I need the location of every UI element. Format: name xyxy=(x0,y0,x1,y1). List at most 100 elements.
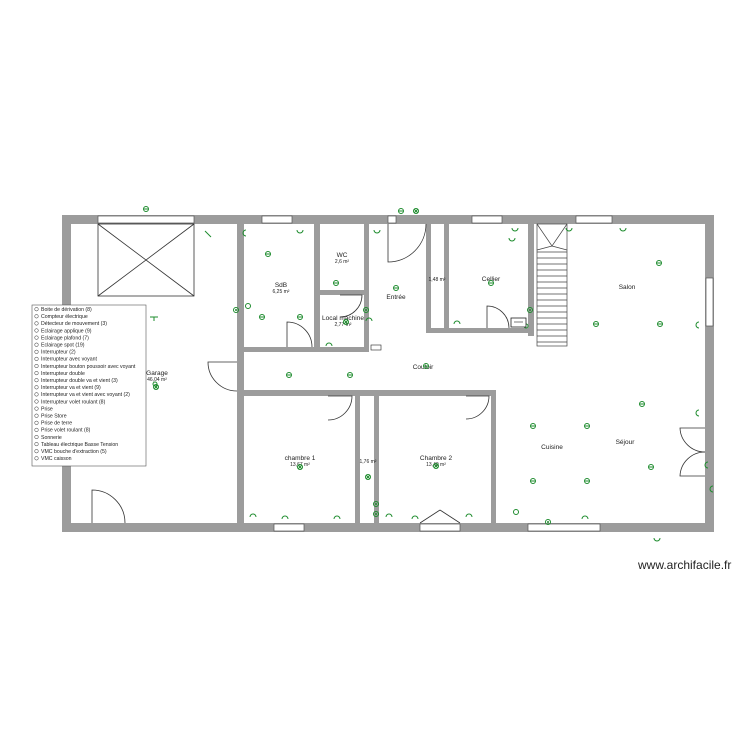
spot-light-icon xyxy=(423,363,429,369)
ceiling-light-icon xyxy=(34,335,39,340)
room-area-chambre2: 13,40 m² xyxy=(426,462,446,468)
shutter-switch-icon xyxy=(245,303,251,309)
spot-light-icon xyxy=(648,464,654,470)
shutter-switch-icon xyxy=(513,509,519,515)
legend-label: Tableau électrique Basse Tension xyxy=(41,442,118,448)
garage-door-diagonal-b xyxy=(97,223,195,297)
wall-wc-south xyxy=(320,290,368,295)
socket-icon xyxy=(333,515,341,520)
door-garage-south xyxy=(91,489,126,524)
legend-label: Eclairage plafond (7) xyxy=(41,335,89,341)
window-chambre2-south xyxy=(419,523,461,532)
room-name-garage: Garage xyxy=(146,370,168,377)
wall-north-row-south xyxy=(244,347,369,352)
legend-label: Prise Store xyxy=(41,414,67,420)
legend-item: VMC caisson xyxy=(34,456,72,462)
legend-label: Prise volet roulant (8) xyxy=(41,428,91,434)
legend-item: Compteur électrique xyxy=(34,314,88,320)
door-sejour-east-a xyxy=(679,427,706,453)
socket-icon xyxy=(242,229,247,237)
door-chambre1 xyxy=(327,395,353,421)
wall-garage-east xyxy=(237,224,244,523)
legend-item: Boite de dérivation (8) xyxy=(34,307,92,313)
legend-label: Eclairage spot (19) xyxy=(41,343,85,349)
room-name-chambre1: chambre 1 xyxy=(285,455,316,462)
legend-item: Eclairage applique (9) xyxy=(34,328,92,334)
door-sdb xyxy=(286,321,313,348)
legend-item: Interrupteur avec voyant xyxy=(34,357,97,363)
socket-icon xyxy=(709,485,714,493)
door-garage-house xyxy=(207,361,238,392)
legend-label: VMC bouche d'extraction (5) xyxy=(41,449,107,455)
legend-label: Interrupteur bouton poussoir avec voyant xyxy=(41,364,136,370)
vmc-outlet-icon xyxy=(34,449,39,454)
junction-box-icon xyxy=(34,307,39,312)
wall-light-icon xyxy=(204,230,212,238)
wall-wc-east xyxy=(364,224,369,350)
legend-label: Interrupteur (2) xyxy=(41,350,76,356)
room-area-wc: 2,6 m² xyxy=(335,259,350,265)
socket-icon xyxy=(34,406,39,411)
legend: Boite de dérivation (8)Compteur électriq… xyxy=(31,304,147,467)
earth-socket-icon xyxy=(34,420,39,425)
two-way-switch-indicator-icon xyxy=(34,392,39,397)
socket-icon xyxy=(508,237,516,242)
double-switch-icon xyxy=(34,371,39,376)
door-cellier xyxy=(486,305,510,329)
legend-label: VMC caisson xyxy=(41,456,72,462)
socket-icon xyxy=(695,321,700,329)
legend-item: Eclairage plafond (7) xyxy=(34,335,89,341)
shutter-socket-icon xyxy=(34,427,39,432)
legend-item: Tableau électrique Basse Tension xyxy=(34,442,118,448)
two-way-switch-icon xyxy=(233,307,239,313)
shutter-switch-icon xyxy=(34,399,39,404)
socket-icon xyxy=(465,513,473,518)
legend-item: Interrupteur va et vient avec voyant (2) xyxy=(34,392,130,398)
legend-item: Prise volet roulant (8) xyxy=(34,427,91,434)
door-sejour-east-b xyxy=(679,451,706,477)
spot-light-icon xyxy=(656,260,662,266)
legend-label: Détecteur de mouvement (3) xyxy=(41,321,107,327)
blind-socket-icon xyxy=(34,413,39,418)
room-area-placard: 1,48 m² xyxy=(429,277,446,283)
legend-label: Interrupteur double xyxy=(41,371,85,377)
two-way-switch-icon xyxy=(373,511,379,517)
door-entree xyxy=(387,223,427,263)
legend-item: Détecteur de mouvement (3) xyxy=(34,321,107,327)
room-name-salon: Salon xyxy=(619,284,636,291)
legend-item: Interrupteur double va et vient (3) xyxy=(34,378,118,384)
electric-meter-icon xyxy=(370,344,382,351)
legend-label: Interrupteur avec voyant xyxy=(41,357,97,363)
window-entree-north xyxy=(387,215,397,224)
wall-cellier-east xyxy=(528,224,534,336)
legend-label: Interrupteur va et vient avec voyant (2) xyxy=(41,392,130,398)
garage-door-outline xyxy=(97,223,195,297)
ceiling-light-icon xyxy=(365,474,371,480)
room-name-sdb: SdB xyxy=(275,282,287,289)
staircase xyxy=(536,223,568,347)
legend-label: Interrupteur volet roulant (8) xyxy=(41,399,106,405)
windows xyxy=(97,215,714,532)
wall-sdb-east xyxy=(314,224,320,350)
legend-label: Interrupteur double va et vient (3) xyxy=(41,378,118,384)
socket-icon xyxy=(653,537,661,542)
socket-icon xyxy=(325,342,333,347)
two-way-switch-icon xyxy=(363,307,369,313)
room-area-degagement: 1,76 m² xyxy=(360,459,377,465)
stair-turn xyxy=(536,223,568,251)
spot-light-icon xyxy=(34,342,39,347)
electric-meter-icon xyxy=(34,314,39,319)
room-area-local: 2,77 m² xyxy=(335,322,352,328)
legend-label: Sonnerie xyxy=(41,435,62,441)
two-way-switch-icon xyxy=(373,501,379,507)
electrical-symbols xyxy=(143,206,714,542)
spot-light-icon xyxy=(639,401,645,407)
wall-cellier-south xyxy=(426,328,528,333)
room-name-wc: WC xyxy=(337,252,348,259)
socket-icon xyxy=(619,227,627,232)
room-name-local: Local machine xyxy=(322,315,364,322)
socket-icon xyxy=(249,513,257,518)
low-voltage-panel-icon xyxy=(34,442,39,447)
spot-light-icon xyxy=(530,478,536,484)
spot-light-icon xyxy=(286,372,292,378)
